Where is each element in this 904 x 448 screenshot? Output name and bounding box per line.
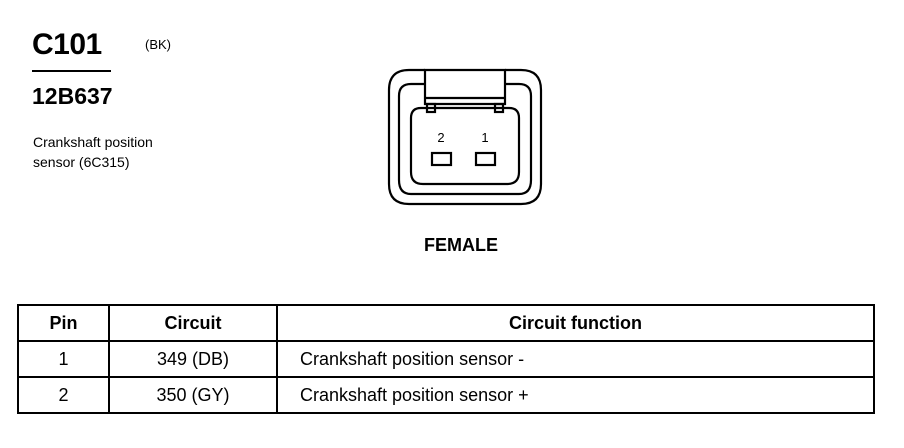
connector-middle-shell <box>397 82 533 196</box>
function-cell: Crankshaft position sensor + <box>276 376 875 414</box>
connector-latch <box>423 68 507 106</box>
latch-tab-left <box>425 102 437 114</box>
header-circuit-function: Circuit function <box>276 304 875 342</box>
component-description: Crankshaft position sensor (6C315) <box>33 132 233 172</box>
table-row: 1 349 (DB) Crankshaft position sensor - <box>17 340 875 378</box>
function-cell: Crankshaft position sensor - <box>276 340 875 378</box>
header-pin: Pin <box>17 304 110 342</box>
connector-outer-shell <box>387 68 543 206</box>
description-line-2: sensor (6C315) <box>33 154 130 170</box>
pin-table: Pin Circuit Circuit function 1 349 (DB) … <box>17 304 875 414</box>
pin-cavity-1 <box>474 151 497 167</box>
title-underline <box>32 70 111 72</box>
pin-table-header-row: Pin Circuit Circuit function <box>17 304 875 342</box>
circuit-cell: 349 (DB) <box>108 340 278 378</box>
table-row: 2 350 (GY) Crankshaft position sensor + <box>17 376 875 414</box>
pin-label-2: 2 <box>437 130 444 145</box>
pin-cavity-2 <box>430 151 453 167</box>
header-circuit: Circuit <box>108 304 278 342</box>
connector-inner-face <box>409 106 521 186</box>
part-number: 12B637 <box>32 83 113 109</box>
pin-cell: 2 <box>17 376 110 414</box>
connector-face-diagram: 2 1 <box>387 68 543 206</box>
circuit-cell: 350 (GY) <box>108 376 278 414</box>
connector-color: (BK) <box>145 37 171 52</box>
connector-gender-label: FEMALE <box>424 235 498 255</box>
pin-label-1: 1 <box>481 130 488 145</box>
description-line-1: Crankshaft position <box>33 134 153 150</box>
pin-cell: 1 <box>17 340 110 378</box>
connector-id: C101 <box>32 28 102 61</box>
latch-tab-right <box>493 102 505 114</box>
